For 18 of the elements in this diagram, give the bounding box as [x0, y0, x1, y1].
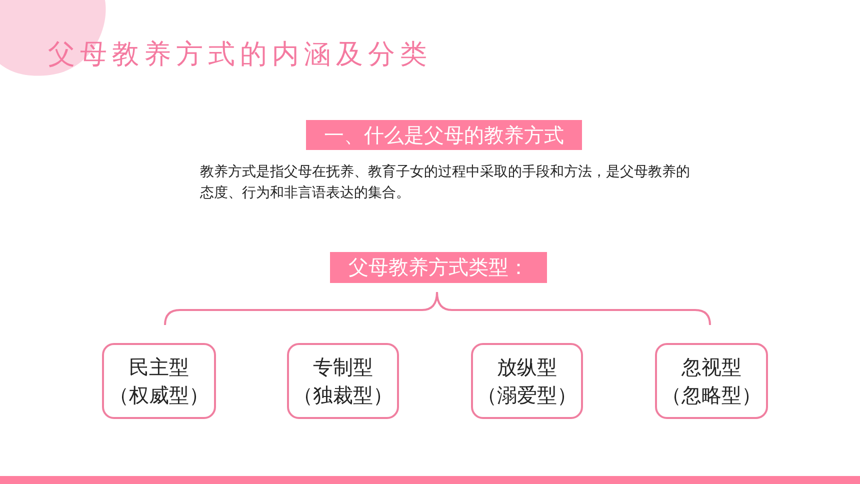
- heading-text: 父母教养方式类型：: [348, 254, 528, 281]
- heading-banner: [306, 120, 582, 150]
- type-box: [287, 343, 399, 419]
- type-label: （溺爱型）: [477, 382, 577, 409]
- heading-text: 一、什么是父母的教养方式: [324, 122, 564, 148]
- type-label: 放纵型: [497, 354, 557, 381]
- slide-title: 父母教养方式的内涵及分类: [48, 38, 432, 72]
- type-label: 忽视型: [682, 354, 742, 381]
- type-label: （独裁型）: [293, 382, 393, 409]
- type-box: [471, 343, 583, 419]
- type-label: 专制型: [313, 354, 373, 381]
- type-box: [102, 343, 216, 419]
- type-label: （权威型）: [109, 382, 209, 409]
- type-box: [655, 343, 768, 419]
- type-label: （忽略型）: [662, 382, 762, 409]
- heading-banner: [330, 252, 547, 283]
- definition-paragraph: 教养方式是指父母在抚养、教育子女的过程中采取的手段和方法，是父母教养的态度、行为和非言语表达的集合。: [200, 163, 690, 203]
- type-label: 民主型: [129, 354, 189, 381]
